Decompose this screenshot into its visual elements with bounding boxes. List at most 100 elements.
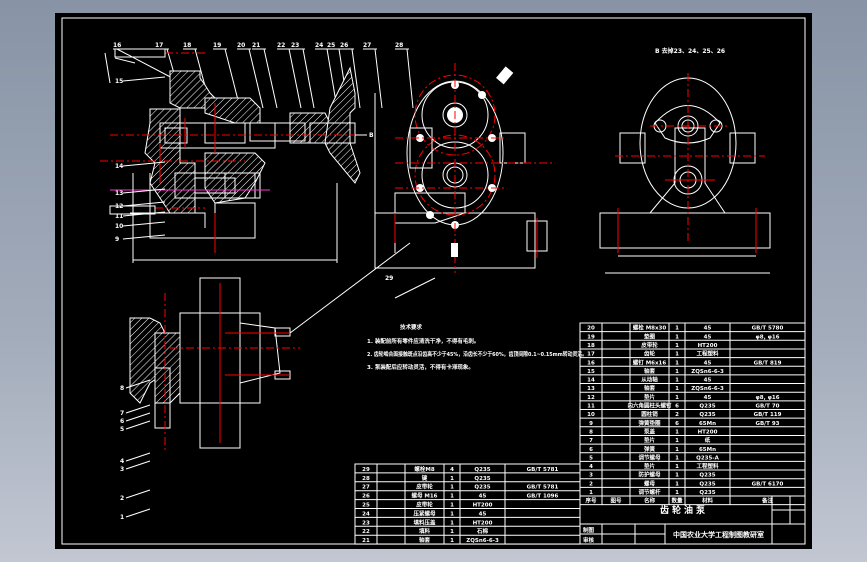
cell-name: 泵盖 [644,427,656,435]
cell-no: 11 [587,404,595,410]
leader-label: 11 [115,213,123,220]
cell-no: 23 [362,520,370,526]
cell-material: 45 [479,494,487,500]
organization: 中国农业大学工程制图教研室 [673,530,764,539]
tech-requirements: 技术要求 1. 装配前所有零件应清洗干净，不得有毛刺。 2. 齿轮啮合面接触斑点… [367,323,587,371]
cell-name: 螺母 M16 [411,492,437,500]
cell-no: 序号 [584,497,597,505]
cell-qty: 1 [450,476,454,482]
drawn-by-label: 制图 [583,526,595,534]
cell-no: 6 [589,447,593,453]
leader-label: 5 [120,426,124,433]
cell-material: Q235 [699,473,715,479]
cell-name: 填料压盖 [413,518,436,526]
cell-material: Q235 [699,490,715,496]
view-arrow-label: B [369,132,374,139]
cell-no: 29 [362,467,370,473]
cell-qty: 1 [675,473,679,479]
cell-name: 垫片 [644,462,656,470]
cell-name: 弹簧 [644,445,656,453]
leader-label: 22 [277,42,285,49]
cell-material: ZQSn6-6-3 [466,538,499,544]
cell-name: 键 [421,474,428,482]
cell-material: 45 [704,334,712,340]
cell-material: 45 [704,378,712,384]
drawing-title: 齿轮油泵 [660,504,708,516]
cell-material: 材料 [702,497,714,505]
cell-material: HT200 [473,520,493,526]
cell-material: 45 [704,395,712,401]
cell-material: Q235 [474,467,490,473]
cell-no: 10 [587,412,595,418]
cell-material: ZQSn6-6-3 [691,369,724,375]
title-block: 齿轮油泵 中国农业大学工程制图教研室 制图 审核 [580,495,805,545]
cell-material: 工程塑料 [696,462,719,470]
checked-by-label: 审核 [583,536,595,544]
cell-material: 纸 [705,436,711,444]
cell-no: 19 [587,334,595,340]
tech-heading: 技术要求 [400,323,423,331]
cell-no: 27 [362,485,370,491]
cell-no: 24 [362,511,370,517]
cell-name: 调节螺杆 [638,488,661,496]
cell-name: 轴套 [644,384,656,392]
cell-no: 20 [587,326,595,332]
cell-name: 皮带轮 [416,483,433,491]
cell-material: Q235 [699,481,715,487]
cell-name: 螺栓 M8x30 [633,324,667,332]
cell-name: 垫片 [644,436,656,444]
leader-label: 15 [115,78,123,85]
cell-no: 18 [587,343,595,349]
cell-qty: 1 [675,395,679,401]
leader-label: 23 [291,42,299,49]
tech-item-3: 3. 泵装配后应转动灵活，不得有卡滞现象。 [367,363,474,371]
cell-qty: 6 [675,404,679,410]
leader-label: 6 [120,418,124,425]
leader-label: 8 [120,385,124,392]
cell-no: 16 [587,360,595,366]
cell-note: φ8, φ16 [755,395,779,401]
cell-name: 螺栓M8 [414,465,434,473]
leader-label: 10 [115,223,123,230]
cell-name: 齿轮 [644,350,656,358]
cell-material: HT200 [698,429,718,435]
leader-label: 2 [120,495,124,502]
cell-name: 圆柱销 [641,410,658,418]
cell-qty: 1 [675,378,679,384]
cell-qty: 1 [675,481,679,487]
leader-label: 28 [395,42,403,49]
cell-name: 压紧螺母 [413,509,436,517]
cell-name: 皮带轮 [641,341,658,349]
cell-qty: 1 [675,438,679,444]
cell-qty: 1 [675,352,679,358]
cell-material: Q235 [699,404,715,410]
cell-no: 4 [589,464,593,470]
cell-material: Q235 [474,485,490,491]
cell-material: 石棉 [476,527,489,535]
leader-label: 12 [115,203,123,210]
cell-name: 皮带轮 [416,501,433,509]
cell-qty: 1 [675,447,679,453]
cell-name: 从动轴 [641,376,658,384]
leader-label: 21 [252,42,260,49]
